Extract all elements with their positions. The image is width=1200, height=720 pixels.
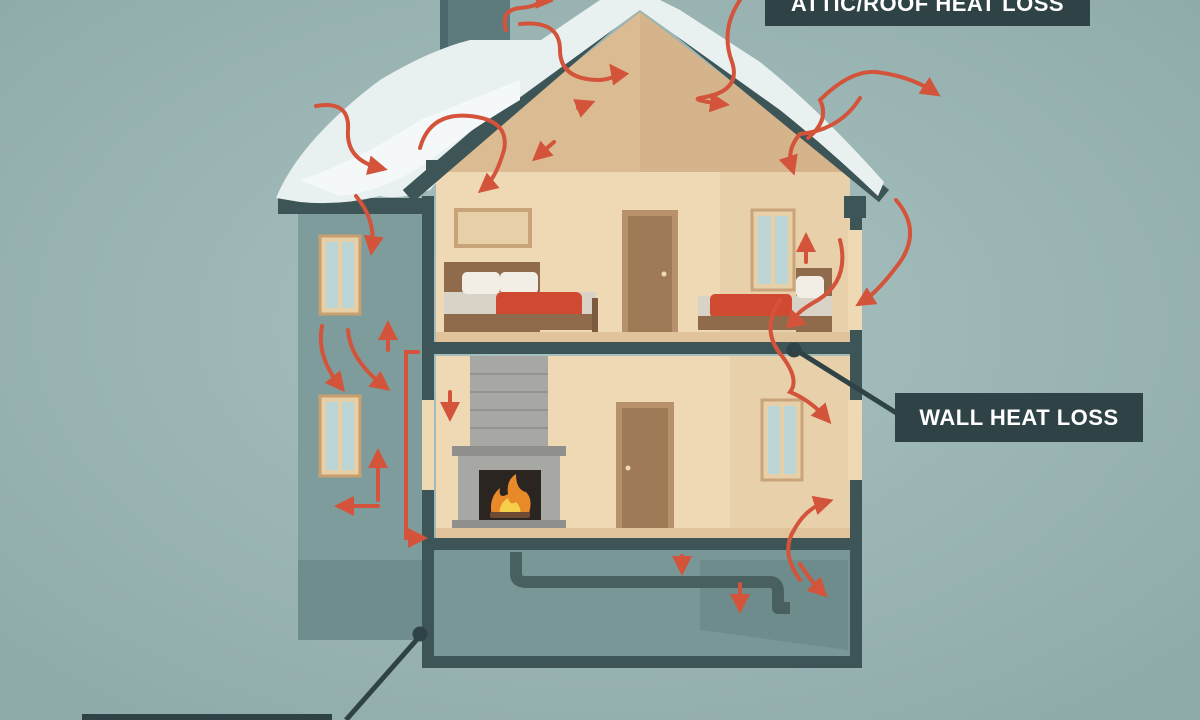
heat-arrow (531, 140, 556, 162)
heat-arrow (785, 238, 845, 329)
heat-arrow (768, 298, 832, 424)
heat-arrow (806, 69, 941, 140)
attic-roof-heat-loss-label: ATTIC/ROOF HEAT LOSS (765, 0, 1090, 26)
eave-right (844, 196, 866, 218)
heat-arrow (855, 198, 913, 307)
fireplace (452, 356, 566, 528)
window-icon-lower (760, 398, 804, 482)
flame-icon (490, 474, 531, 518)
heat-arrow (418, 113, 507, 194)
annex-window-lower (318, 394, 362, 478)
basement-duct (510, 552, 790, 614)
heat-arrow (573, 99, 596, 118)
window-icon (750, 208, 796, 292)
wall-picture (454, 208, 532, 248)
right-wall-gap-lower (848, 400, 862, 480)
heat-arrow (404, 350, 428, 548)
heat-arrow (502, 0, 554, 32)
wall-heat-loss-label: WALL HEAT LOSS (895, 393, 1143, 442)
bed-icon (444, 262, 598, 332)
heat-arrow (314, 103, 388, 175)
heat-arrow (318, 324, 345, 393)
callout-leaders (344, 342, 900, 720)
heat-loss-arrows (314, 0, 941, 614)
main-roof (300, 0, 890, 203)
heat-arrow (518, 21, 630, 86)
door-icon-lower (616, 402, 674, 528)
wall-leader-line (794, 347, 900, 417)
annex-window-upper (318, 234, 362, 316)
door-icon (622, 210, 678, 332)
left-wall-gap-lower (422, 400, 434, 490)
floor-heat-loss-label (82, 714, 332, 720)
heat-arrow (695, 0, 742, 113)
floor-leader-line (344, 634, 422, 720)
heat-arrow (354, 194, 384, 256)
heat-arrow (778, 96, 862, 176)
lower-floor-room (452, 356, 804, 528)
side-annex (278, 198, 428, 640)
right-wall-gap-upper (848, 230, 862, 330)
heat-arrow (786, 495, 834, 582)
upper-floor-room (444, 208, 832, 332)
heat-arrow (346, 328, 391, 391)
heat-arrow (798, 562, 828, 598)
